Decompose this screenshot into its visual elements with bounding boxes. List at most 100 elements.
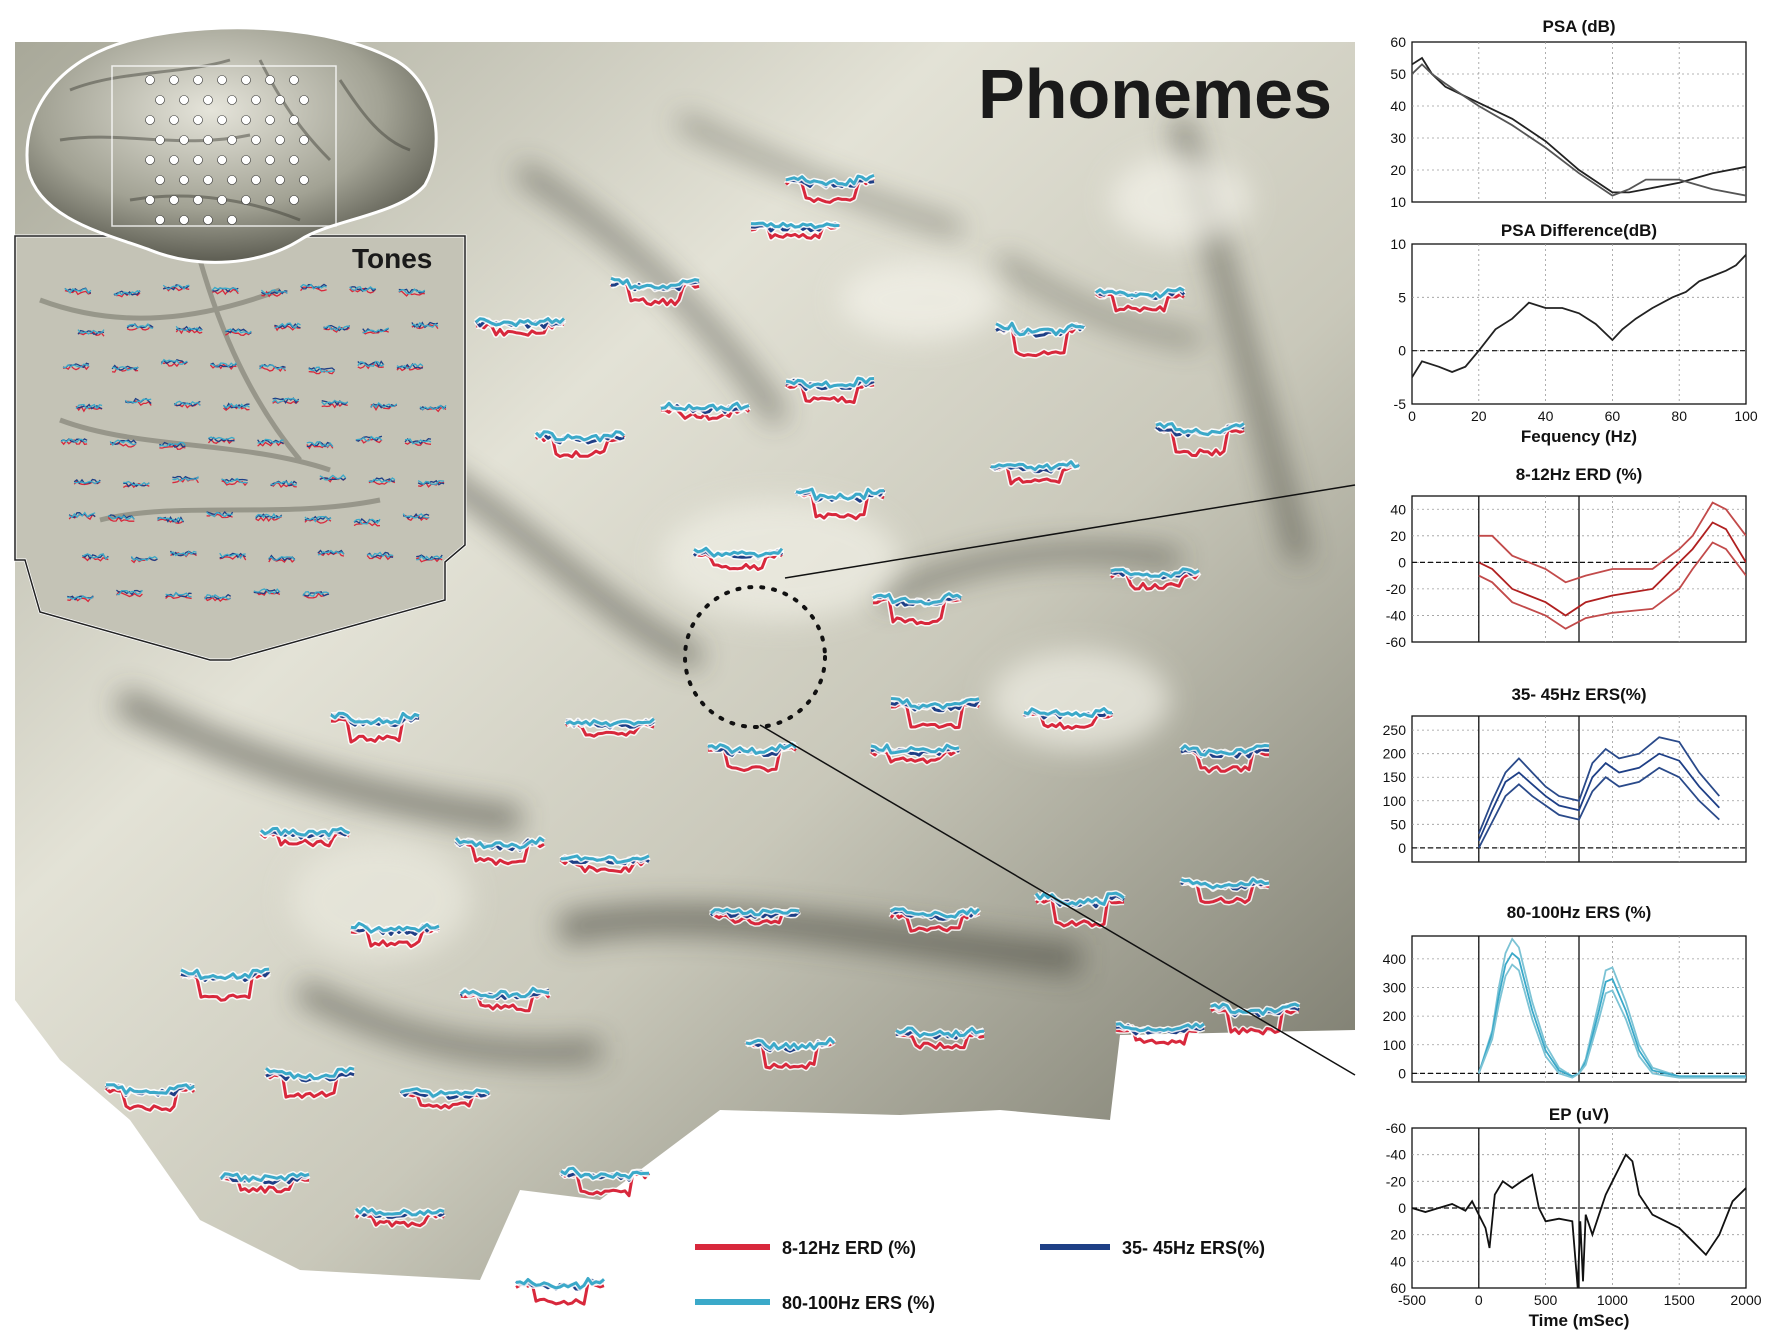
electrode-dot	[265, 155, 275, 165]
chart-title: 80-100Hz ERS (%)	[1507, 903, 1652, 922]
x-tick-label: 500	[1534, 1292, 1558, 1308]
electrode-dot	[217, 155, 227, 165]
tone-trace	[370, 402, 398, 411]
electrode-trace	[869, 742, 961, 766]
connector-line-top	[784, 484, 1356, 579]
tone-trace	[257, 438, 284, 447]
y-tick-label: 20	[1390, 1227, 1406, 1243]
x-axis-label: Time (mSec)	[1529, 1311, 1630, 1330]
series-line-1	[1478, 501, 1746, 584]
y-tick-label: 40	[1390, 1253, 1406, 1269]
electrode-dot	[275, 135, 285, 145]
tone-trace	[302, 591, 330, 599]
tone-trace	[130, 555, 158, 564]
x-tick-label: 1500	[1664, 1292, 1695, 1308]
electrode-trace	[871, 590, 963, 627]
electrode-dot	[289, 155, 299, 165]
tone-trace	[62, 362, 90, 371]
x-tick-label: 20	[1471, 408, 1487, 424]
y-tick-label: 40	[1390, 501, 1406, 517]
x-tick-label: 40	[1538, 408, 1554, 424]
y-tick-label: -40	[1386, 1147, 1406, 1163]
electrode-trace	[559, 852, 651, 875]
tone-trace	[219, 552, 247, 561]
x-tick-label: -500	[1398, 1292, 1426, 1308]
tone-trace	[169, 550, 197, 558]
tone-trace	[173, 400, 201, 409]
tone-trace	[159, 441, 186, 450]
tone-trace	[349, 285, 377, 294]
tone-trace	[111, 364, 139, 373]
connector-line-bottom	[759, 724, 1356, 1076]
tone-trace	[73, 478, 101, 486]
electrode-dot	[145, 115, 155, 125]
tone-trace	[398, 288, 426, 297]
chart-title: PSA (dB)	[1542, 17, 1615, 36]
x-tick-label: 80	[1671, 408, 1687, 424]
electrode-dot	[265, 115, 275, 125]
chart-title: PSA Difference(dB)	[1501, 221, 1657, 240]
electrode-trace	[1033, 890, 1126, 929]
electrode-dot	[169, 115, 179, 125]
tone-trace	[211, 286, 239, 296]
series-line-2	[1478, 521, 1746, 617]
electrode-dot	[241, 155, 251, 165]
y-tick-label: 30	[1390, 130, 1406, 146]
electrode-dot	[275, 175, 285, 185]
y-tick-label: 400	[1383, 951, 1407, 967]
tone-trace	[75, 403, 103, 413]
y-tick-label: 300	[1383, 980, 1407, 996]
electrode-trace	[558, 1165, 652, 1199]
chart-title: EP (uV)	[1549, 1105, 1609, 1124]
tone-trace	[207, 436, 235, 445]
y-tick-label: 0	[1398, 1200, 1406, 1216]
electrode-dot	[251, 135, 261, 145]
electrode-dot	[169, 195, 179, 205]
tone-trace	[357, 360, 385, 370]
tone-trace	[353, 518, 381, 527]
electrode-trace	[1209, 1001, 1301, 1037]
electrode-dot	[193, 155, 203, 165]
electrode-trace	[894, 1025, 986, 1052]
electrode-dot	[265, 195, 275, 205]
electrode-trace	[533, 428, 627, 460]
electrode-trace	[784, 375, 875, 406]
series-line-1	[1477, 736, 1720, 835]
electrode-trace	[179, 966, 272, 1004]
tone-trace	[323, 324, 351, 333]
tone-trace	[107, 514, 135, 523]
tone-trace	[272, 397, 300, 405]
electrode-dot	[179, 215, 189, 225]
electrode-trace	[263, 1065, 355, 1101]
y-tick-label: 100	[1383, 793, 1407, 809]
y-tick-label: 200	[1383, 1008, 1407, 1024]
tone-trace	[113, 290, 141, 298]
electrode-dot	[203, 215, 213, 225]
electrode-dot	[299, 175, 309, 185]
tone-trace	[308, 366, 336, 375]
electrode-dot	[203, 175, 213, 185]
series-line-3	[1478, 766, 1720, 849]
x-tick-label: 0	[1408, 408, 1416, 424]
tone-trace	[165, 591, 192, 600]
electrode-trace	[744, 1035, 837, 1072]
electrode-dots	[145, 75, 309, 225]
y-tick-label: 20	[1390, 162, 1406, 178]
electrode-trace	[994, 320, 1087, 359]
series-line-3	[1478, 541, 1746, 630]
y-tick-label: 0	[1398, 1065, 1406, 1081]
y-tick-label: -60	[1386, 1120, 1406, 1136]
electrode-dot	[227, 135, 237, 145]
x-tick-label: 2000	[1730, 1292, 1761, 1308]
electrode-dot	[265, 75, 275, 85]
y-tick-label: -5	[1394, 396, 1407, 412]
tone-trace	[222, 402, 250, 412]
tone-trace	[175, 325, 203, 335]
electrode-dot	[179, 95, 189, 105]
electrode-dot	[193, 195, 203, 205]
